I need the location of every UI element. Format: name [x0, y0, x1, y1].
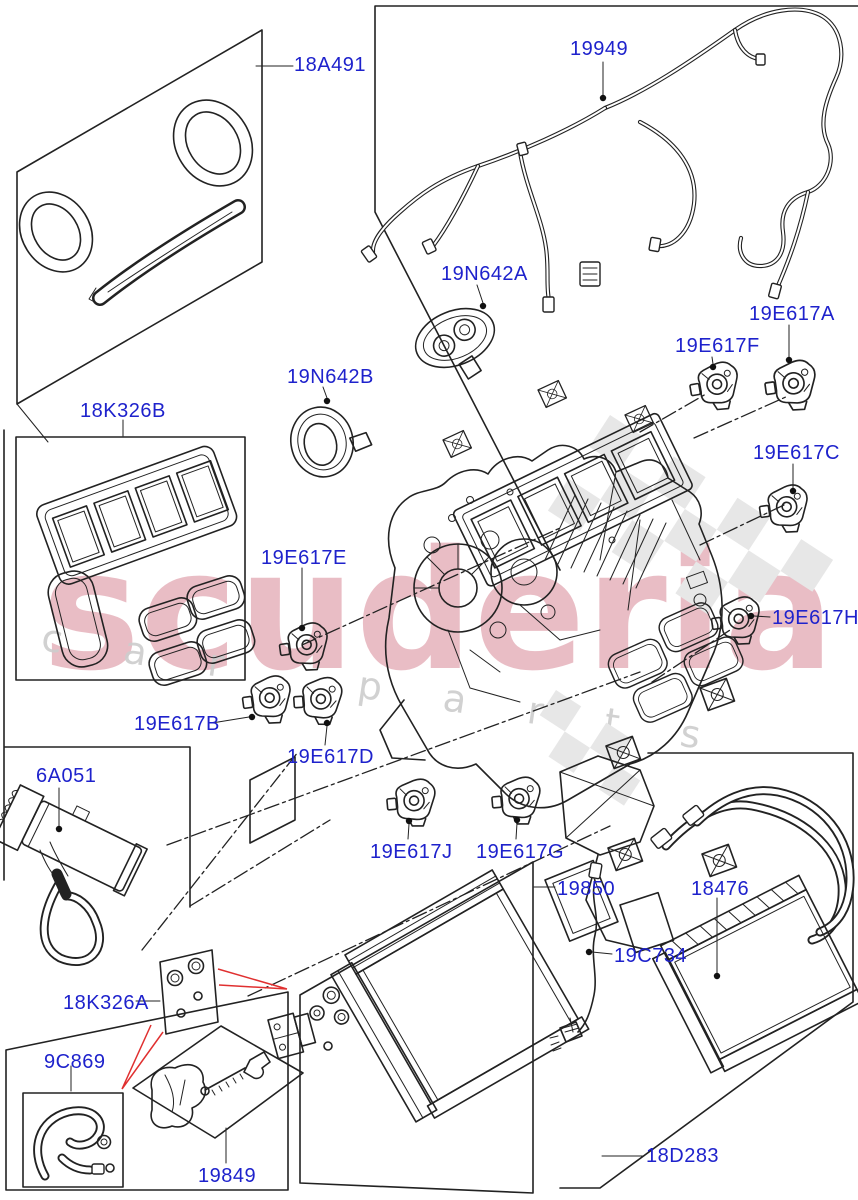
part-label-19E617F[interactable]: 19E617F [675, 335, 760, 357]
hose-kit-9C869 [22, 1092, 124, 1188]
seal-kit-panel-18A491 [16, 29, 263, 443]
part-label-19850[interactable]: 19850 [557, 878, 616, 900]
part-label-18A491[interactable]: 18A491 [294, 54, 366, 76]
harness-frame-box [374, 5, 858, 571]
part-label-19N642A[interactable]: 19N642A [441, 263, 528, 285]
mounting-foot [442, 429, 473, 459]
housing-box-18D283 [559, 752, 854, 1189]
part-label-19E617A[interactable]: 19E617A [749, 303, 835, 325]
aux-heater-box [3, 429, 191, 908]
part-label-19N642B[interactable]: 19N642B [287, 366, 374, 388]
bottom-left-kit-box [5, 991, 289, 1191]
expansion-valve-kit-19849 [132, 1012, 317, 1139]
part-label-19849[interactable]: 19849 [198, 1165, 257, 1187]
part-label-19C734[interactable]: 19C734 [614, 945, 688, 967]
alignment-axes [141, 393, 789, 997]
part-label-19E617E[interactable]: 19E617E [261, 547, 347, 569]
actuator-19E617A [761, 357, 821, 416]
part-label-19E617J[interactable]: 19E617J [370, 841, 453, 863]
heater-core-18476 [651, 874, 858, 1074]
grommet-19N642A [414, 307, 496, 380]
part-label-19E617C[interactable]: 19E617C [753, 442, 840, 464]
part-label-19E617H[interactable]: 19E617H [772, 607, 858, 629]
mounting-foot [537, 379, 568, 409]
mounting-foot [701, 843, 738, 878]
part-label-18K326B[interactable]: 18K326B [80, 400, 166, 422]
grommet-19N642B [290, 406, 373, 478]
evaporator-core [322, 869, 590, 1123]
part-label-19E617G[interactable]: 19E617G [476, 841, 565, 863]
part-label-18K326A[interactable]: 18K326A [63, 992, 149, 1014]
part-label-6A051[interactable]: 6A051 [36, 765, 97, 787]
door-panel [249, 756, 296, 844]
sensor-19C734 [549, 861, 603, 1052]
leader-lines [55, 61, 797, 1164]
heater-hoses [650, 786, 855, 945]
gasket-kit-box-18K326B [15, 436, 256, 687]
harness-connectors [360, 53, 783, 313]
part-label-18476[interactable]: 18476 [691, 878, 750, 900]
part-label-19949[interactable]: 19949 [570, 38, 629, 60]
aux-heater-6A051 [0, 784, 148, 967]
red-arrows [121, 968, 288, 1090]
wiring-harness-19949 [360, 7, 844, 313]
part-label-19E617B[interactable]: 19E617B [134, 713, 220, 735]
part-label-18D283[interactable]: 18D283 [646, 1145, 720, 1167]
evaporator-box-19850 [299, 861, 590, 1194]
part-label-9C869[interactable]: 9C869 [44, 1051, 106, 1073]
part-label-19E617D[interactable]: 19E617D [287, 746, 374, 768]
seal-plate-18K326A [159, 949, 219, 1035]
